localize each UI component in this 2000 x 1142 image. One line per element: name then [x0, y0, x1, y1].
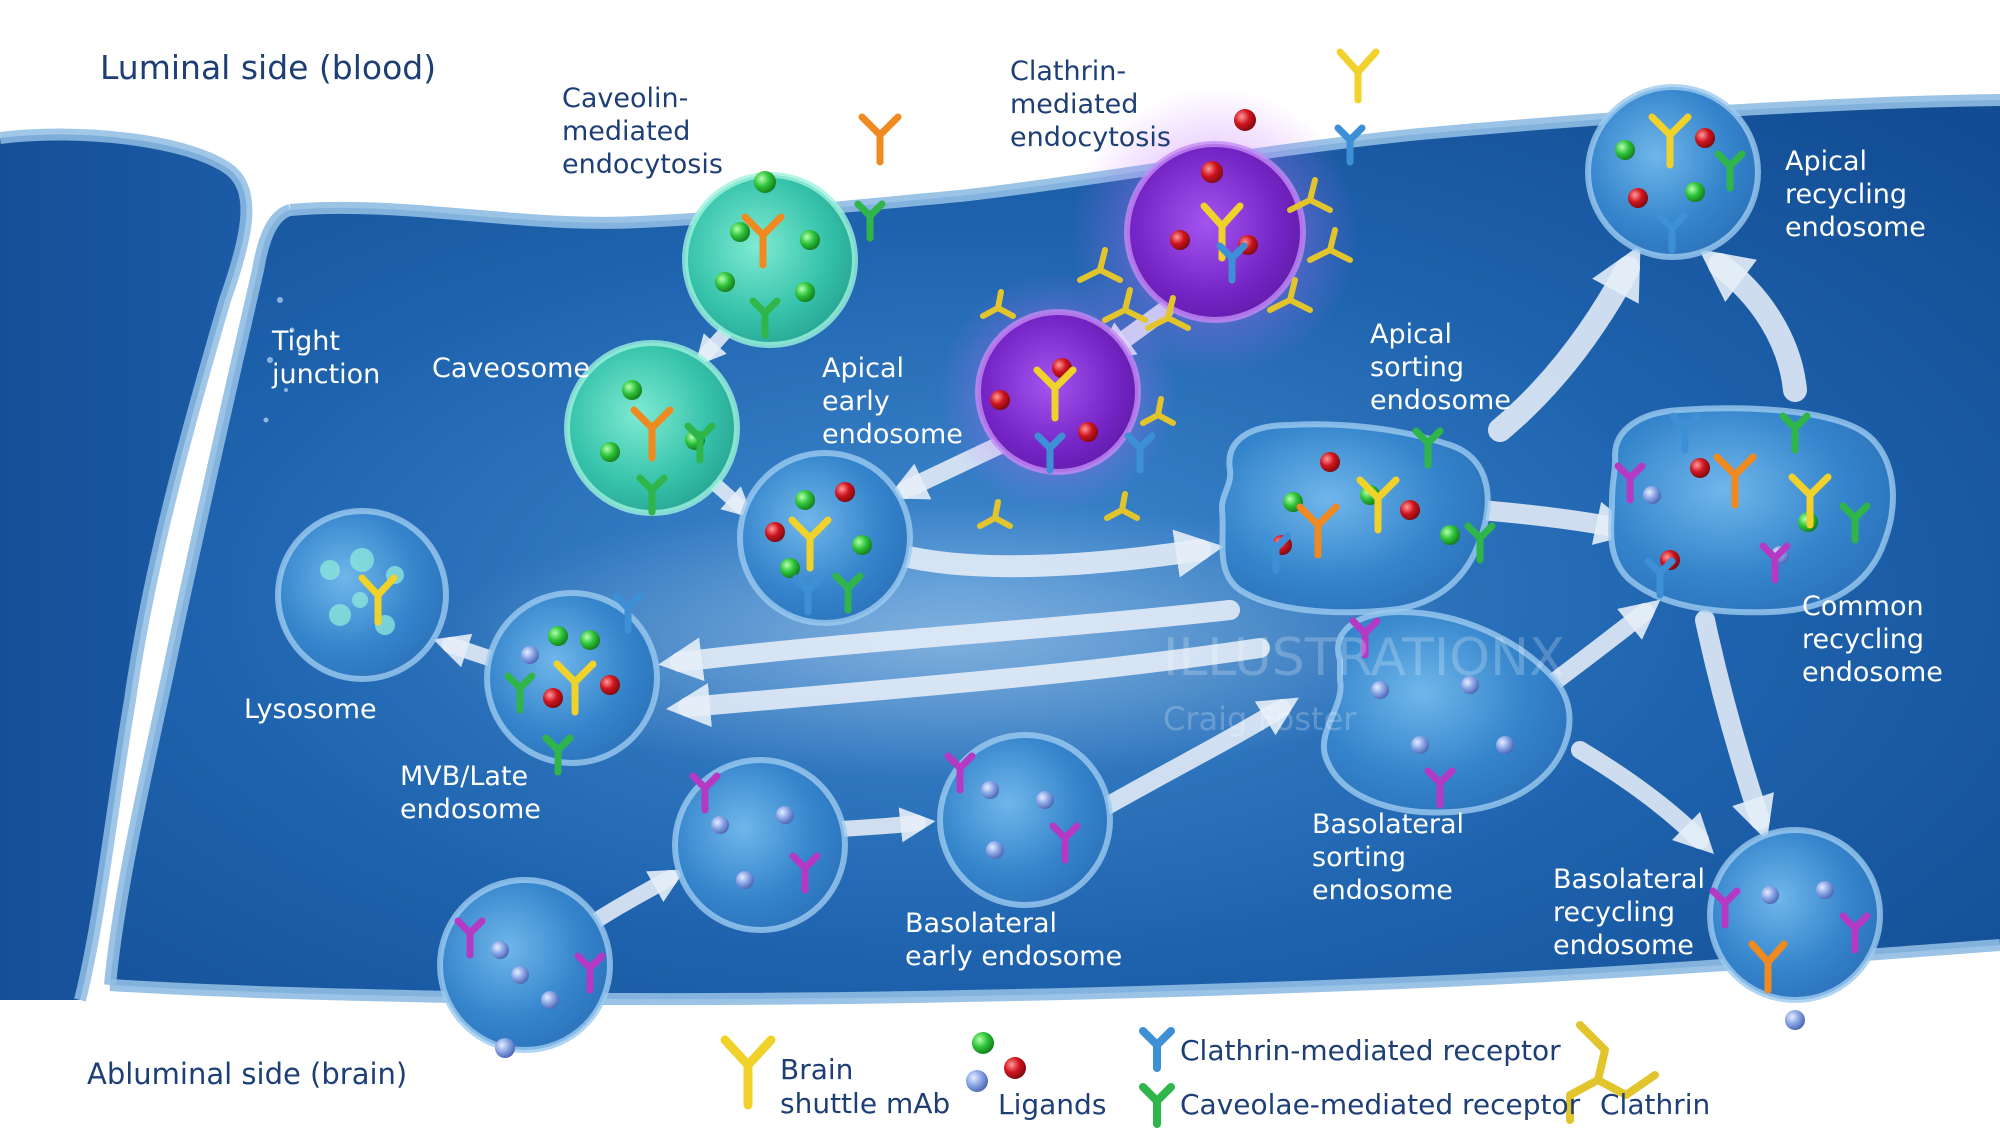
legend-label-brain-shuttle: Brain shuttle mAb — [780, 1053, 951, 1120]
label-basolateral-recycling-endosome: Basolateral recycling endosome — [1553, 864, 1706, 961]
cell-membrane-lateral — [104, 204, 293, 986]
arrow-sorting-to-mvb-1 — [658, 600, 1240, 682]
clathrin-triskelions — [977, 177, 1353, 529]
arrow-sorting-to-mvb-2 — [666, 638, 1270, 727]
legend-ligand-red-icon — [1004, 1057, 1026, 1079]
basolateral-early-endosome — [937, 732, 1113, 908]
label-abluminal-side: Abluminal side (brain) — [87, 1057, 408, 1091]
apical-sorting-endosome — [1218, 421, 1491, 616]
legend-clathrin-receptor-icon — [1139, 1027, 1175, 1072]
label-caveosome: Caveosome — [432, 353, 591, 384]
receptors — [454, 124, 1871, 994]
label-common-recycling-endosome: Common recycling endosome — [1802, 591, 1943, 688]
cell-membrane-basolateral — [109, 939, 2000, 1006]
label-mvb-late-endosome: MVB/Late endosome — [400, 761, 541, 825]
label-luminal-side: Luminal side (blood) — [100, 48, 437, 87]
arrow-baso-early-to-sorting — [1091, 697, 1299, 819]
basolateral-recycling-endosome — [1707, 827, 1883, 1003]
basolateral-sorting-endosome — [1320, 608, 1573, 816]
legend-clathrin-icon — [1566, 1021, 1659, 1124]
tight-junction — [263, 297, 302, 423]
label-clathrin-endocytosis: Clathrin- mediated endocytosis — [1010, 56, 1171, 153]
adjacent-cell — [0, 134, 247, 1001]
common-recycling-endosome — [1608, 405, 1896, 616]
apical-early-endosome — [737, 450, 913, 626]
caveolin-vesicle — [682, 172, 858, 348]
arrow-sorting-to-common — [1470, 500, 1640, 545]
arrow-common-to-apical-recycling — [1698, 249, 1807, 402]
label-caveolin-endocytosis: Caveolin- mediated endocytosis — [562, 83, 723, 180]
legend-ligand-blue-icon — [966, 1070, 988, 1092]
label-apical-recycling-endosome: Apical recycling endosome — [1785, 146, 1926, 243]
apical-recycling-endosome — [1585, 84, 1761, 260]
legend-glyphs — [720, 1021, 1659, 1128]
label-basolateral-early-endosome: Basolateral early endosome — [905, 908, 1123, 972]
arrow-baso-sorting-to-recycling — [1571, 741, 1715, 854]
label-basolateral-sorting-endosome: Basolateral sorting endosome — [1312, 809, 1465, 906]
legend-label-ligands: Ligands — [998, 1088, 1107, 1121]
legend-label-clathrin: Clathrin — [1600, 1088, 1711, 1121]
arrow-early-to-sorting — [889, 529, 1224, 578]
lysosome — [275, 508, 449, 682]
watermark-brand: ILLUSTRATIONX — [1163, 628, 1565, 688]
legend-caveolae-receptor-icon — [1139, 1083, 1175, 1128]
label-lysosome: Lysosome — [244, 694, 377, 725]
arrow-common-to-baso-recycling — [1695, 610, 1774, 841]
label-apical-early-endosome: Apical early endosome — [822, 353, 963, 450]
label-tight-junction: Tight junction — [272, 326, 381, 390]
antibodies — [358, 48, 1832, 994]
arrow-sorting-to-apical-recycling — [1488, 244, 1641, 442]
legend-label-caveolae-receptor: Caveolae-mediated receptor — [1180, 1088, 1581, 1121]
legend-label-clathrin-receptor: Clathrin-mediated receptor — [1180, 1034, 1561, 1067]
legend-antibody-icon — [720, 1035, 776, 1110]
watermark-artist: Craig Foster — [1163, 700, 1357, 738]
legend-ligand-green-icon — [972, 1032, 994, 1054]
label-apical-sorting-endosome: Apical sorting endosome — [1370, 319, 1511, 416]
adjacent-cell-membrane — [0, 128, 253, 1002]
